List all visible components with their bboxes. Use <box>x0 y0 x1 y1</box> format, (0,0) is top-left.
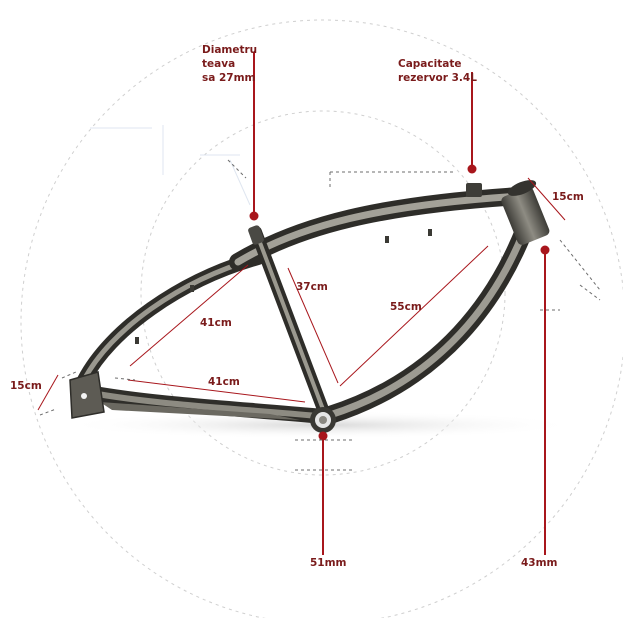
head-diameter-dot <box>540 245 550 255</box>
head-diameter-dim-label: 43mm <box>521 557 558 569</box>
dashed-helpers <box>39 159 601 471</box>
tank-capacity-label-1: Capacitate <box>398 58 462 70</box>
ghost-guides <box>90 125 251 206</box>
head-tube <box>501 186 550 245</box>
tank-capacity-dot <box>467 164 477 174</box>
tank-capacity-label-2: rezervor 3.4L <box>398 72 477 84</box>
chain-stay-dim-label: 41cm <box>208 376 240 388</box>
guide-circle-outer <box>20 19 623 622</box>
seat-tube-dim <box>287 267 339 384</box>
bb-dot <box>318 431 328 441</box>
bicycle-frame <box>69 180 550 433</box>
seat-stay-dim <box>129 264 249 367</box>
head-tube-dim-label: 15cm <box>552 191 584 203</box>
tube-diameter-dot <box>249 211 259 221</box>
down-tube-dim <box>339 245 489 387</box>
chain-stay-dim <box>127 379 306 403</box>
guide-circles <box>20 19 623 622</box>
top-tube <box>229 187 529 271</box>
seat-tube-dim-label: 37cm <box>296 281 328 293</box>
tube-diameter-label-3: sa 27mm <box>202 72 256 84</box>
down-tube-dim-label: 55cm <box>390 301 422 313</box>
down-tube <box>321 206 539 424</box>
dropout-dim <box>37 374 59 411</box>
seat-stay-dim-label: 41cm <box>200 317 232 329</box>
bottom-bracket-dim-label: 51mm <box>310 557 347 569</box>
chain-stay-plate <box>100 402 300 420</box>
tube-diameter-label-1: Diametru <box>202 44 258 56</box>
seat-post-collar <box>248 225 264 245</box>
rear-dropout-dim-label: 15cm <box>10 380 42 392</box>
rear-dropout <box>69 371 105 419</box>
tube-diameter-label-2: teava <box>202 58 236 70</box>
guide-circle-inner <box>140 110 506 476</box>
dimension-lines <box>37 52 566 555</box>
tank-filler <box>466 183 482 197</box>
head-tube-dim <box>527 177 566 221</box>
